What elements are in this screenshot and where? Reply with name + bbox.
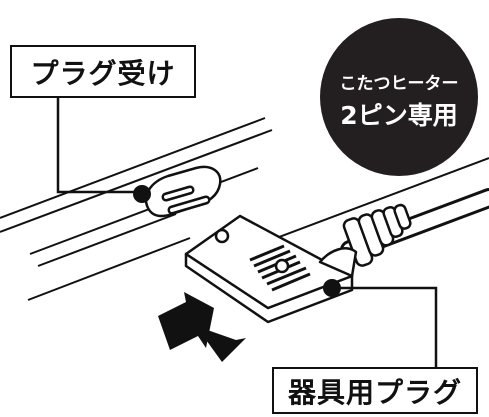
- appliance-plug-label: 器具用プラグ: [272, 367, 478, 414]
- plug-vent-grid: [249, 244, 311, 292]
- plug-marker-dot: [323, 279, 341, 297]
- plug-receptacle-text: プラグ受け: [30, 56, 176, 90]
- receptacle-marker-dot: [133, 185, 151, 203]
- receptacle-leader: [56, 98, 140, 194]
- kotatsu-heater-badge: こたつヒーター 2ピン専用: [320, 18, 478, 176]
- cord-strain-relief: [342, 203, 412, 267]
- heater-panel-edge: [0, 117, 489, 301]
- insert-direction-arrow: [158, 292, 246, 362]
- receptacle-pin-left: [161, 185, 195, 202]
- appliance-plug-body: [184, 214, 358, 324]
- appliance-plug-text: 器具用プラグ: [287, 375, 462, 409]
- plug-receptacle-socket: [144, 165, 222, 218]
- badge-line-2: 2ピン専用: [340, 100, 458, 130]
- badge-line-1: こたつヒーター: [339, 73, 459, 94]
- plug-receptacle-label: プラグ受け: [10, 45, 196, 98]
- receptacle-pin-right: [167, 195, 211, 215]
- plug-leader: [332, 286, 438, 367]
